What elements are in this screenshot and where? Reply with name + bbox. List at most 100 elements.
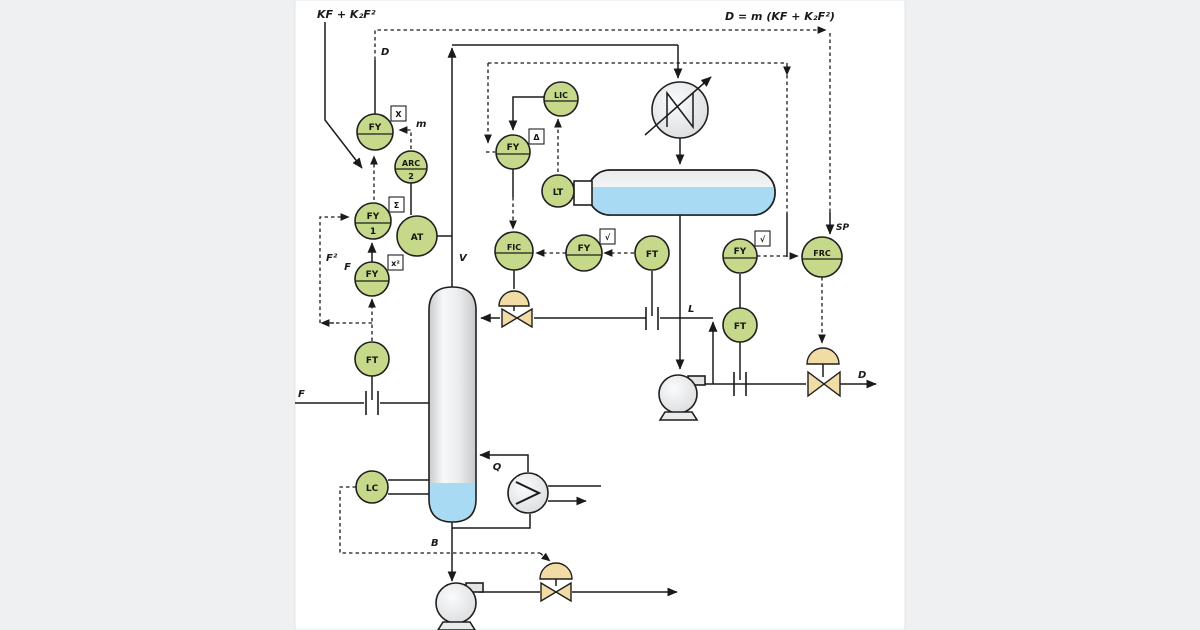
bottoms-pump-casing: [435, 582, 477, 624]
lic-output: [508, 96, 544, 131]
instrument-fy-reflux: FY √: [565, 228, 616, 272]
setpoint-label: SP: [836, 223, 849, 233]
distillate-valve: [806, 347, 841, 398]
instrument-ft-reflux: FT: [634, 235, 670, 271]
orifice-plates: [365, 307, 747, 415]
feed-equation: KF + K₂F²: [317, 8, 376, 21]
condenser-duty-arrow: [644, 76, 712, 136]
lic-label: LIC: [554, 91, 568, 100]
column-shell: [428, 286, 477, 523]
bottoms-pump: [435, 582, 484, 630]
vapor-label: V: [459, 253, 468, 264]
fy-distillate-label: FY: [734, 247, 747, 257]
lt-label: LT: [553, 188, 564, 198]
fy-summer-tagbox: [388, 196, 405, 213]
lc-output: [339, 486, 540, 554]
fy-summer-number: 1: [370, 227, 376, 237]
heat-label: Q: [493, 462, 502, 473]
f-squared-label: F²: [326, 253, 338, 264]
bottoms-valve: [539, 562, 573, 603]
bottoms-pump-base: [437, 621, 476, 630]
stream-labels: KF + K₂F² D = m (KF + K₂F²) D m F² F F V…: [298, 8, 866, 549]
equation-leader: [324, 22, 363, 169]
ft-reflux-label: FT: [646, 250, 659, 260]
lc-label: LC: [366, 484, 379, 494]
reflux-valve-body-r: [515, 307, 533, 329]
feed-label: F: [298, 389, 305, 400]
fic-label: FIC: [507, 243, 521, 252]
reboiler-coil: [515, 481, 542, 505]
ft-distillate-label: FT: [734, 322, 747, 332]
reflux-pump: [658, 374, 706, 421]
fy-summer-label: FY: [367, 212, 380, 222]
arc-number: 2: [408, 172, 414, 181]
bottoms-label: B: [431, 538, 439, 549]
m-label: m: [416, 119, 426, 130]
ft-feed-label: FT: [366, 356, 379, 366]
bottoms-valve-body-l: [540, 581, 558, 603]
fy-delta-tagbox: [528, 128, 545, 145]
instrument-fy-multiplier: FY X: [356, 105, 407, 151]
distillate-valve-body-l: [807, 370, 826, 398]
at-label: AT: [411, 233, 424, 243]
drum-liquid: [588, 187, 775, 215]
fy-delta-tag: Δ: [533, 133, 540, 142]
fy-multiplier-tagbox: [390, 105, 407, 122]
reflux-valve-body-l: [501, 307, 519, 329]
fy-squarer-label: FY: [366, 270, 379, 280]
instrument-fy-squarer: FY x²: [354, 254, 404, 297]
distillate-valve-actuator: [806, 347, 840, 365]
reflux-valve-actuator: [498, 290, 530, 307]
fy-distillate-tag: √: [760, 235, 766, 244]
instrument-at: AT: [396, 215, 438, 257]
reboiler-vapor-return: [479, 450, 529, 472]
fy-squarer-tagbox: [387, 254, 404, 271]
instrument-lc: LC: [355, 470, 389, 504]
reflux-pump-base: [658, 411, 699, 421]
instrument-frc: FRC: [801, 236, 843, 278]
distillation-column: [428, 286, 477, 523]
fy-summer-tag: Σ: [394, 201, 399, 210]
d-setpoint-signal: [374, 26, 827, 60]
instrument-lt: LT: [541, 174, 575, 208]
fy-reflux-tagbox: [599, 228, 616, 245]
reflux-pump-casing: [658, 374, 698, 414]
instrument-fy-summer: FY 1 Σ: [354, 196, 405, 240]
instrument-fy-delta: FY Δ: [495, 128, 545, 170]
instrument-arc: ARC 2: [394, 150, 428, 184]
fy-delta-label: FY: [507, 143, 520, 153]
reboiler-feed-line: [452, 514, 531, 529]
reflux-valve: [498, 290, 533, 329]
f-squared-branch: [319, 213, 372, 324]
lt-nozzle: [573, 180, 593, 206]
fy-squarer-tag: x²: [391, 259, 400, 268]
instrument-lic: LIC: [543, 81, 579, 117]
distillate-label: D: [858, 370, 866, 381]
bottoms-valve-actuator: [539, 562, 573, 580]
frc-label: FRC: [813, 249, 831, 258]
distillate-equation: D = m (KF + K₂F²): [725, 10, 835, 23]
f-input-label: F: [344, 262, 351, 273]
reboiler-shell: [507, 472, 549, 514]
instrument-fic: FIC: [494, 231, 534, 271]
condenser: [644, 76, 712, 139]
column-liquid: [430, 483, 475, 521]
fy-reflux-label: FY: [578, 244, 591, 254]
d-top-label: D: [381, 47, 389, 58]
m-signal: [398, 126, 412, 149]
instrument-ft-feed: FT: [354, 341, 390, 377]
process-lines: [295, 44, 877, 597]
reboiler: [507, 472, 549, 514]
instrument-fy-distillate: FY √: [722, 230, 771, 274]
fy-multiplier-label: FY: [369, 123, 382, 133]
distillate-valve-body-r: [822, 370, 841, 398]
reflux-drum: [573, 169, 776, 216]
condenser-coil: [666, 90, 694, 130]
diagram-canvas: [294, 0, 906, 630]
instrument-ft-distillate: FT: [722, 307, 758, 343]
fy-reflux-tag: √: [605, 233, 611, 242]
fy-distillate-tagbox: [754, 230, 771, 247]
signal-lines: [319, 22, 835, 562]
reflux-label: L: [688, 304, 694, 315]
